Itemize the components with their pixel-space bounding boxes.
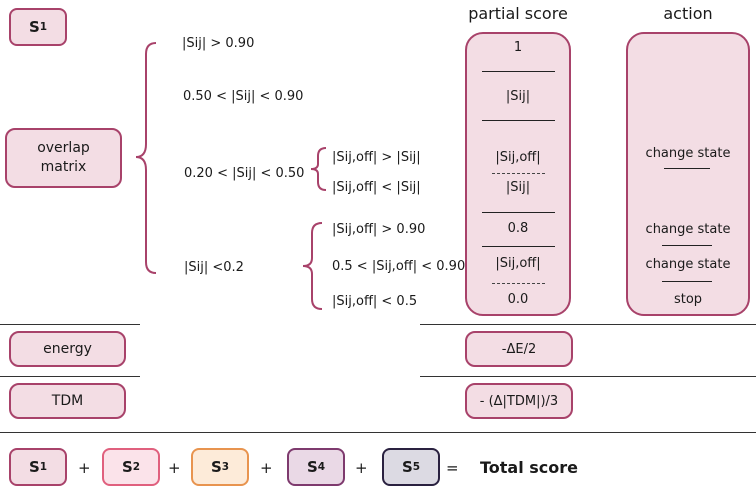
action-change-state-2: change state: [645, 222, 731, 237]
score-divider-2: [482, 120, 555, 121]
score-sij-bottom: |Sij|: [505, 180, 531, 195]
separator-right-2: [420, 376, 756, 377]
partial-score-header: partial score: [468, 4, 568, 23]
separator-right-1: [420, 324, 756, 325]
separator-bottom: [0, 432, 756, 433]
score-0.8: 0.8: [507, 221, 529, 236]
total-term-base: S: [28, 458, 40, 476]
action-change-state-3: change state: [645, 257, 731, 272]
plus-sign: +: [168, 459, 181, 477]
energy-score-box: -ΔE/2: [465, 331, 573, 367]
overlap-matrix-label: overlap matrix: [37, 140, 90, 175]
action-stop: stop: [673, 292, 703, 307]
condition-1: |Sij| > 0.90: [182, 36, 255, 51]
action-divider-2: [662, 245, 712, 246]
s1-badge-sub: 1: [39, 21, 48, 33]
total-term-sub: 1: [39, 461, 48, 473]
plus-sign: +: [355, 459, 368, 477]
condition-4b: 0.5 < |Sij,off| < 0.90: [332, 259, 466, 274]
score-one: 1: [513, 40, 523, 55]
score-divider-1: [482, 71, 555, 72]
separator-left-1: [0, 324, 140, 325]
total-term-base: S: [121, 458, 133, 476]
brace-mid: [310, 147, 327, 191]
score-divider-4: [482, 246, 555, 247]
condition-3a: |Sij,off| > |Sij|: [332, 150, 421, 165]
total-term-sub: 5: [412, 461, 421, 473]
action-divider-1: [664, 168, 710, 169]
partial-score-column: [465, 32, 571, 316]
tdm-label: TDM: [51, 392, 84, 409]
total-term-sub: 4: [317, 461, 326, 473]
brace-main: [135, 42, 157, 274]
action-column: [626, 32, 750, 316]
condition-2: 0.50 < |Sij| < 0.90: [183, 89, 304, 104]
action-divider-3: [662, 281, 712, 282]
overlap-matrix-box: overlap matrix: [5, 128, 122, 188]
action-header: action: [663, 4, 713, 23]
brace-low: [302, 222, 323, 310]
condition-4c: |Sij,off| < 0.5: [332, 294, 418, 309]
equals-sign: =: [446, 459, 459, 477]
energy-box: energy: [9, 331, 126, 367]
score-sij: |Sij|: [505, 89, 531, 104]
separator-left-2: [0, 376, 140, 377]
plus-sign: +: [78, 459, 91, 477]
total-term-base: S: [306, 458, 318, 476]
score-dashed-2: [492, 283, 545, 284]
score-dashed-1: [492, 173, 545, 174]
score-sijoff-top: |Sij,off|: [495, 150, 541, 165]
energy-score: -ΔE/2: [501, 341, 537, 357]
score-0.0: 0.0: [507, 292, 529, 307]
total-term-base: S: [210, 458, 222, 476]
total-score-label: Total score: [480, 458, 579, 477]
plus-sign: +: [260, 459, 273, 477]
condition-4: |Sij| <0.2: [184, 260, 244, 275]
condition-3b: |Sij,off| < |Sij|: [332, 180, 421, 195]
s1-badge-base: S: [28, 18, 40, 36]
total-term-sub: 3: [221, 461, 230, 473]
total-term-sub: 2: [132, 461, 141, 473]
tdm-score-box: - (Δ|TDM|)/3: [465, 383, 573, 419]
energy-label: energy: [43, 340, 92, 357]
condition-3: 0.20 < |Sij| < 0.50: [184, 166, 305, 181]
tdm-score: - (Δ|TDM|)/3: [479, 393, 559, 409]
tdm-box: TDM: [9, 383, 126, 419]
condition-4a: |Sij,off| > 0.90: [332, 222, 426, 237]
total-term-base: S: [401, 458, 413, 476]
score-sijoff-mid: |Sij,off|: [495, 256, 541, 271]
action-change-state-1: change state: [645, 146, 731, 161]
score-divider-3: [482, 212, 555, 213]
